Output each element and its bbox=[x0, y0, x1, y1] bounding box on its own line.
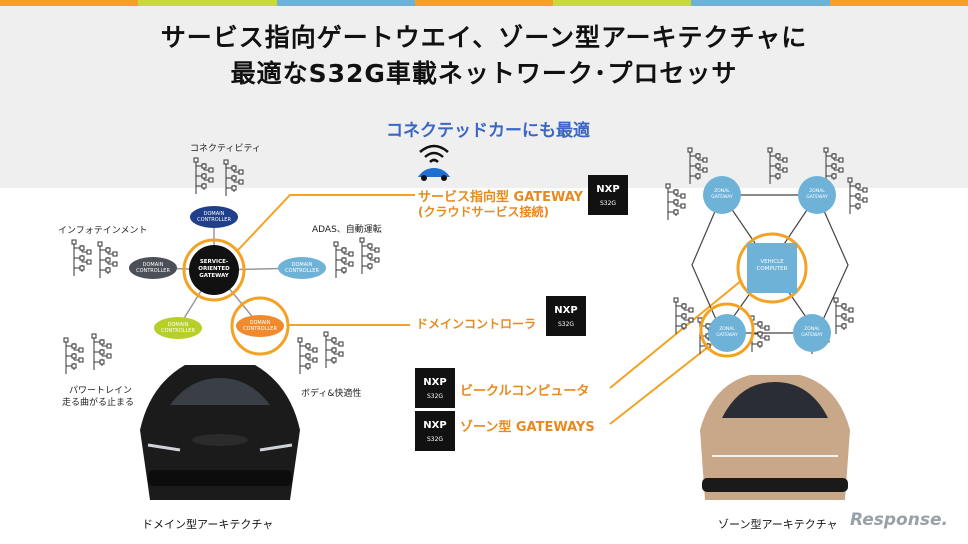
label-powertrain-2: 走る曲がる止まる bbox=[62, 398, 135, 408]
zonal-car-image bbox=[700, 375, 850, 500]
title-line-2: 最適なS32G車載ネットワーク･プロセッサ bbox=[230, 59, 738, 88]
caption-domain-architecture: ドメイン型アーキテクチャ bbox=[142, 518, 274, 531]
header-band bbox=[0, 6, 968, 188]
response-watermark: Response. bbox=[850, 510, 948, 530]
label-adas: ADAS、自動運転 bbox=[312, 225, 382, 235]
accent-strip bbox=[0, 0, 968, 6]
domain-car-image bbox=[140, 365, 300, 500]
callout-zonal-gateways: ゾーン型 GATEWAYS bbox=[460, 420, 595, 435]
label-powertrain-1: パワートレイン bbox=[69, 386, 133, 396]
callout-gateway-line-1: サービス指向型 GATEWAY bbox=[418, 190, 583, 205]
label-infotainment: インフォテインメント bbox=[58, 226, 148, 236]
title-line-1: サービス指向ゲートウエイ、ゾーン型アーキテクチャに bbox=[160, 23, 808, 52]
subtitle: コネクテッドカーにも最適 bbox=[386, 121, 590, 141]
label-connectivity: コネクティビティ bbox=[190, 144, 261, 154]
connected-car-icon bbox=[418, 144, 450, 181]
callout-domain-controller: ドメインコントローラ bbox=[416, 317, 537, 331]
zonal-architecture bbox=[665, 147, 868, 358]
caption-zonal-architecture: ゾーン型アーキテクチャ bbox=[718, 518, 838, 531]
callout-gateway-line-2: (クラウドサービス接続) bbox=[418, 205, 549, 219]
callout-vehicle-computer: ビークルコンピュータ bbox=[460, 384, 590, 399]
label-body: ボディ&快適性 bbox=[301, 389, 362, 399]
domain-architecture bbox=[63, 157, 380, 375]
